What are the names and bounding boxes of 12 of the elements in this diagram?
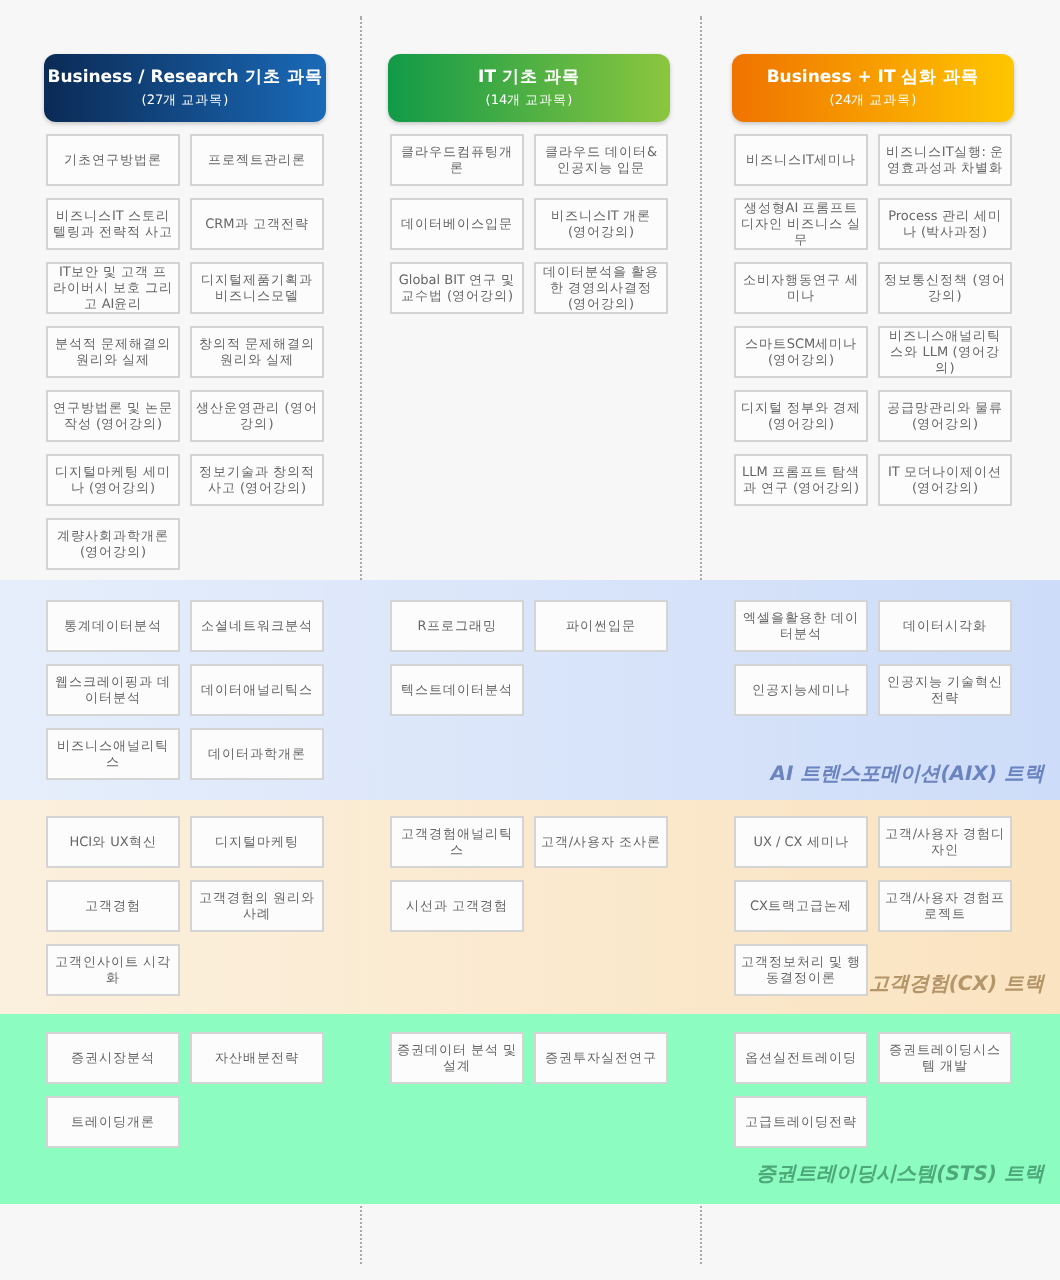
track-band [0,800,1060,1014]
track-title: 증권트레이딩시스템(STS) 트랙 [756,1162,1044,1188]
track-title: 고객경험(CX) 트랙 [868,972,1044,998]
header-title: Business + IT 심화 과목 [766,66,980,90]
track-title: AI 트렌스포메이션(AIX) 트랙 [770,762,1044,788]
category-header [732,54,1014,122]
category-header [388,54,670,122]
track-band [0,580,1060,800]
header-title: IT 기초 과목 [478,66,580,90]
category-header [44,54,326,122]
track-band [0,1014,1060,1204]
header-title: Business / Research 기초 과목 [47,66,323,90]
